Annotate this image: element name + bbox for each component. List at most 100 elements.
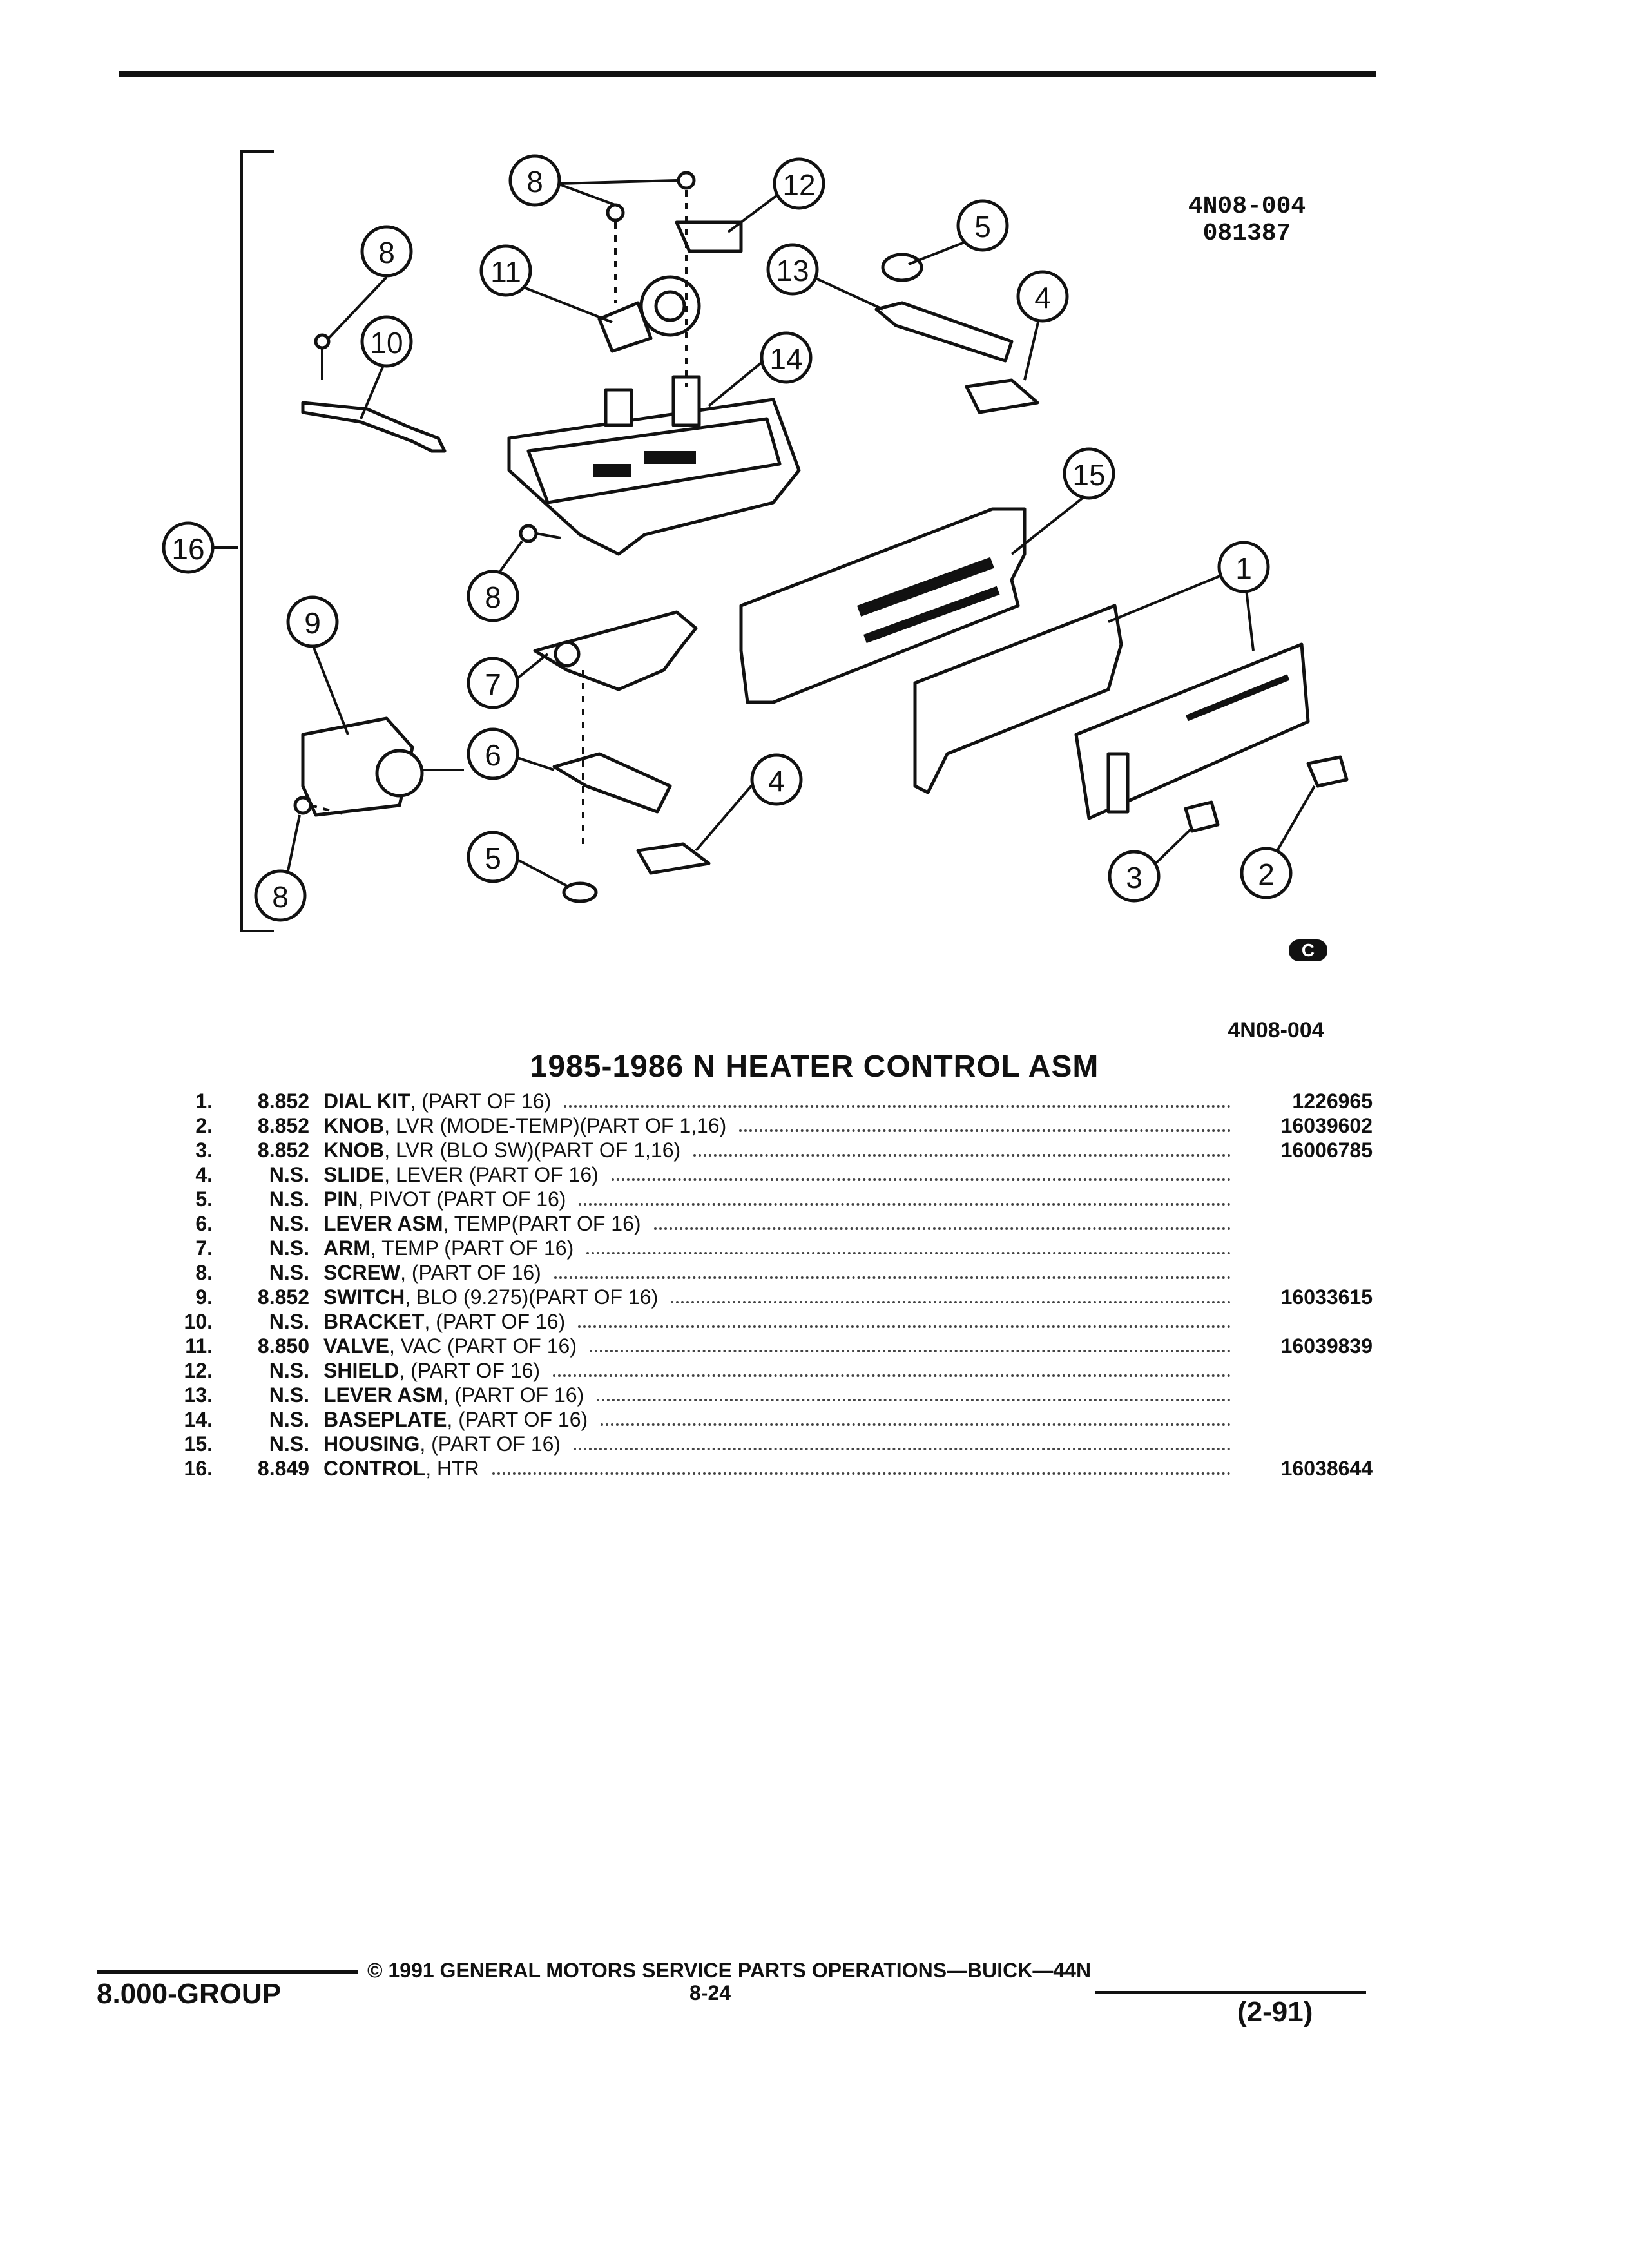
svg-text:5: 5 (974, 210, 991, 244)
callout-10: 10 (360, 315, 413, 368)
part-4-slide (636, 842, 711, 875)
svg-text:7: 7 (485, 668, 501, 701)
table-row: 6.N.S.LEVER ASM, TEMP(PART OF 16) (161, 1211, 1373, 1236)
gm-logo: C (1289, 939, 1327, 961)
part-description: , (PART OF 16) (424, 1310, 566, 1333)
footer-group: 8.000-GROUP (97, 1978, 282, 2010)
footer-rule-left (97, 1970, 358, 1974)
group-number: N.S. (269, 1236, 309, 1260)
part-name-cell: SLIDE, LEVER (PART OF 16) (323, 1163, 599, 1187)
figure-code-line2: 081387 (1202, 220, 1291, 247)
part-name: SLIDE (323, 1163, 385, 1186)
group-number: N.S. (269, 1408, 309, 1431)
group-number: N.S. (269, 1383, 309, 1407)
item-number: 4. (195, 1163, 213, 1186)
svg-text:9: 9 (304, 606, 321, 640)
callout-13: 13 (766, 243, 819, 296)
part-3-knob (1184, 800, 1220, 833)
leader-dots (671, 1301, 1231, 1303)
item-number: 16. (184, 1457, 213, 1480)
part-8-screw (606, 203, 625, 222)
dial-window (1106, 752, 1130, 814)
group-number: 8.852 (257, 1090, 309, 1113)
group-number: 8.852 (257, 1285, 309, 1309)
item-number: 10. (184, 1310, 213, 1333)
callout-14: 14 (760, 331, 813, 384)
svg-text:14: 14 (769, 342, 802, 376)
callout-8: 8 (360, 225, 413, 278)
item-number: 8. (195, 1261, 213, 1284)
baseplate-post (604, 388, 633, 427)
part-10-bracket (301, 401, 447, 453)
leader-dots (586, 1252, 1231, 1254)
table-row: 10.N.S.BRACKET, (PART OF 16) (161, 1309, 1373, 1334)
svg-text:8: 8 (485, 581, 501, 614)
figure-code-bottom: 4N08-004 (1228, 1018, 1324, 1043)
part-name-cell: PIN, PIVOT (PART OF 16) (323, 1187, 566, 1211)
svg-text:16: 16 (171, 532, 204, 566)
callout-7: 7 (467, 657, 519, 709)
valve-body (597, 301, 653, 353)
group-number: 8.852 (257, 1114, 309, 1137)
part-name: KNOB (323, 1114, 385, 1137)
item-number: 12. (184, 1359, 213, 1382)
callout-9: 9 (286, 595, 339, 648)
footer-date: (2-91) (1237, 1996, 1313, 2028)
part-description: , (PART OF 16) (399, 1359, 541, 1382)
svg-text:11: 11 (490, 255, 521, 289)
arm-pivot (554, 640, 581, 668)
callout-4: 4 (1016, 270, 1069, 323)
part-number: 16039602 (1280, 1114, 1373, 1137)
leader-dots (611, 1178, 1231, 1181)
part-name: LEVER ASM (323, 1212, 443, 1235)
part-name: CONTROL (323, 1457, 426, 1480)
part-7-arm (533, 610, 698, 691)
part-name: PIN (323, 1187, 358, 1211)
part-name-cell: VALVE, VAC (PART OF 16) (323, 1334, 577, 1358)
part-description: , PIVOT (PART OF 16) (358, 1187, 566, 1211)
leader-dots (564, 1105, 1231, 1108)
part-description: , (PART OF 16) (447, 1408, 588, 1431)
part-8-screw (314, 333, 331, 350)
group-number: N.S. (269, 1212, 309, 1235)
part-name-cell: ARM, TEMP (PART OF 16) (323, 1236, 574, 1260)
part-name-cell: KNOB, LVR (MODE-TEMP)(PART OF 1,16) (323, 1114, 726, 1138)
footer-rule-right (1095, 1991, 1366, 1994)
svg-text:6: 6 (485, 738, 501, 772)
svg-text:5: 5 (485, 841, 501, 875)
valve-center (654, 290, 686, 322)
part-6-lever (552, 752, 672, 814)
part-8-screw (293, 796, 313, 815)
top-rule (119, 71, 1376, 77)
leader-dots (739, 1129, 1231, 1132)
group-number: N.S. (269, 1310, 309, 1333)
item-number: 11. (185, 1334, 213, 1358)
part-1-dial-carrier (913, 604, 1123, 794)
part-description: , LEVER (PART OF 16) (384, 1163, 599, 1186)
part-name: VALVE (323, 1334, 389, 1358)
exploded-view-diagram: 8 12 5 13 4 11 8 10 14 15 16 1 8 9 7 6 4… (162, 150, 1349, 932)
table-row: 5.N.S.PIN, PIVOT (PART OF 16) (161, 1187, 1373, 1211)
part-5-pin (562, 881, 598, 903)
part-name-cell: LEVER ASM, (PART OF 16) (323, 1383, 584, 1407)
leader-dots (492, 1472, 1231, 1475)
part-name: SWITCH (323, 1285, 405, 1309)
part-description: , LVR (BLO SW)(PART OF 1,16) (384, 1139, 681, 1162)
table-row: 15.N.S.HOUSING, (PART OF 16) (161, 1432, 1373, 1456)
svg-text:13: 13 (776, 254, 809, 287)
page-title: 1985-1986 N HEATER CONTROL ASM (530, 1050, 1099, 1084)
group-number: N.S. (269, 1261, 309, 1284)
callout-16: 16 (162, 521, 215, 574)
part-description: , HTR (425, 1457, 479, 1480)
item-number: 13. (184, 1383, 213, 1407)
part-description: , (PART OF 16) (419, 1432, 561, 1456)
assembly-bracket (240, 150, 274, 932)
leader-dots (579, 1203, 1231, 1206)
part-name: BASEPLATE (323, 1408, 447, 1431)
part-name-cell: HOUSING, (PART OF 16) (323, 1432, 561, 1456)
callout-8: 8 (467, 570, 519, 622)
svg-text:8: 8 (526, 165, 543, 198)
